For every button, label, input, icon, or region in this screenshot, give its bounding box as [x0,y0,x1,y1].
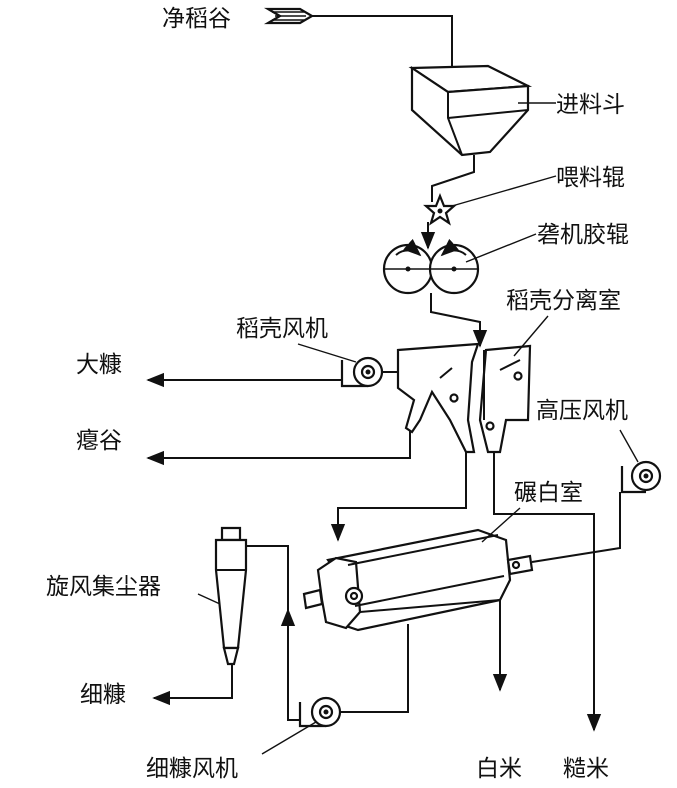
milling-chamber [302,492,621,692]
feed-roller-leader [451,175,557,207]
shriveled-grain-outlet-arrow [146,430,411,466]
label-feed-roller: 喂料辊 [556,165,625,191]
fine-bran-outlet-arrow [152,664,233,706]
high-pressure-fan [620,460,662,494]
label-husk-separation-chamber: 稻壳分离室 [506,288,621,314]
hopper-to-feed-roller [431,155,475,202]
feed-roller-icon [423,193,457,226]
feed-hopper [408,64,533,157]
label-cyclone-dust-collector: 旋风集尘器 [46,574,161,600]
label-feed-hopper: 进料斗 [556,92,625,118]
fine-bran-fan [298,624,409,728]
mill-to-cyclone-line [246,545,300,721]
label-husker-rubber-roll: 砻机胶辊 [537,222,629,248]
label-shriveled-grain: 瘪谷 [76,428,122,454]
label-clean-paddy: 净稻谷 [162,6,231,32]
label-milling-chamber: 碾白室 [514,480,583,506]
label-fine-bran-fan: 细糠风机 [146,756,238,782]
separator-to-mill-line [330,452,467,542]
separator-leader [513,315,549,357]
label-husk-fan: 稻壳风机 [236,316,328,342]
husker-rubber-rolls [382,238,480,295]
husk-fan [340,356,398,388]
label-white-rice: 白米 [476,756,522,782]
husk-fan-leader [297,343,357,363]
label-fine-bran: 细糠 [80,682,126,708]
brown-rice-outlet-line [493,452,602,732]
high-pressure-fan-leader [619,429,639,463]
rubber-roll-leader [465,233,537,263]
label-coarse-bran: 大糠 [76,352,122,378]
cyclone-leader [197,593,221,605]
huller-to-separator [430,293,488,348]
inlet-arrow-icon [263,7,315,25]
label-brown-rice: 糙米 [563,756,609,782]
milling-chamber-leader [481,507,521,543]
husk-separation-chamber [396,342,532,454]
fine-bran-fan-leader [261,721,317,755]
cyclone-dust-collector [214,526,248,666]
label-high-pressure-fan: 高压风机 [536,398,628,424]
paddy-feed-line [312,15,453,68]
